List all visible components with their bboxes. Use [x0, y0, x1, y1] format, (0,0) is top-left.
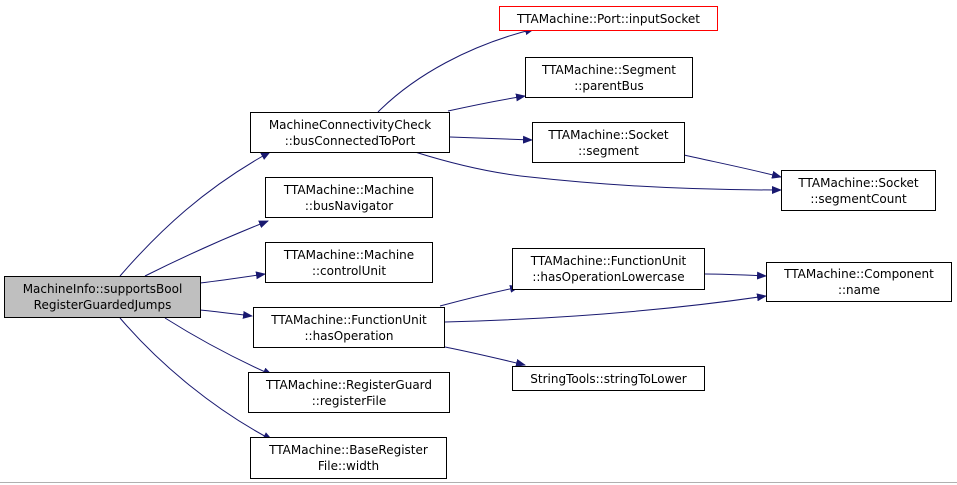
node-label-line-1: StringTools::stringToLower — [530, 371, 687, 386]
node-label-line-1: TTAMachine::BaseRegister — [269, 443, 428, 457]
edge-root-to-has-operation — [199, 309, 253, 319]
node-label-line-2: RegisterGuardedJumps — [33, 298, 172, 312]
edge-root-to-bus-connected-to-port — [119, 151, 271, 277]
node-label-line-2: ::parentBus — [574, 78, 644, 93]
node-label-line-1: TTAMachine::Component — [784, 267, 934, 281]
node-label-line-2: ::hasOperationLowercase — [532, 270, 685, 284]
edge-root-to-register-file — [164, 317, 273, 376]
node-label-line-2: ::controlUnit — [311, 263, 387, 278]
node-label-line-2: ::busNavigator — [304, 198, 394, 213]
node-label-line-1: TTAMachine::RegisterGuard — [265, 377, 433, 392]
node-label-line-1: MachineInfo::supportsBool — [22, 282, 183, 296]
node-label-line-1: TTAMachine::FunctionUnit — [530, 254, 687, 268]
node-label-line-1: TTAMachine::Socket — [548, 127, 669, 142]
node-label-line-2: ::hasOperation — [304, 328, 394, 343]
edge-has-operation-to-component-name — [444, 293, 767, 323]
node-label-line-1: TTAMachine::Segment — [541, 62, 677, 77]
bottom-divider — [0, 482, 957, 483]
edge-segment-to-segment-count — [683, 154, 782, 179]
node-label-line-2: ::segmentCount — [810, 191, 907, 206]
node-socket-segment[interactable]: TTAMachine::Socket ::segment — [532, 122, 685, 163]
edge-has-operation-to-lowercase — [439, 284, 520, 307]
edge-bus-connected-to-segment — [449, 135, 533, 144]
node-label-line-2: ::name — [837, 283, 881, 297]
node-label-line-2: ::busConnectedToPort — [284, 133, 416, 148]
node-label-line-1: TTAMachine::Port::inputSocket — [517, 11, 700, 26]
edge-bus-connected-to-segment-count — [414, 151, 782, 194]
node-segment-count[interactable]: TTAMachine::Socket ::segmentCount — [781, 170, 936, 211]
node-component-name[interactable]: TTAMachine::Component ::name — [766, 262, 952, 302]
node-has-operation[interactable]: TTAMachine::FunctionUnit ::hasOperation — [253, 307, 445, 348]
edge-root-to-width — [119, 317, 273, 441]
edge-root-to-bus-navigator — [144, 220, 269, 277]
node-label-line-2: File::width — [317, 459, 380, 473]
node-bus-connected-to-port[interactable]: MachineConnectivityCheck ::busConnectedT… — [250, 112, 450, 153]
node-register-file[interactable]: TTAMachine::RegisterGuard ::registerFile — [248, 372, 450, 413]
edge-has-operation-to-string-to-lower — [444, 346, 526, 367]
node-base-register-file-width[interactable]: TTAMachine::BaseRegister File::width — [250, 437, 447, 479]
node-string-to-lower[interactable]: StringTools::stringToLower — [512, 366, 705, 391]
edge-bus-connected-to-input-socket — [377, 27, 535, 113]
node-bus-navigator[interactable]: TTAMachine::Machine ::busNavigator — [265, 177, 433, 218]
node-has-operation-lowercase[interactable]: TTAMachine::FunctionUnit ::hasOperationL… — [512, 248, 705, 290]
node-label-line-1: TTAMachine::Machine — [283, 247, 415, 262]
node-label-line-2: ::registerFile — [311, 393, 387, 408]
node-label-line-1: TTAMachine::Machine — [283, 182, 415, 197]
node-input-socket[interactable]: TTAMachine::Port::inputSocket — [499, 6, 718, 31]
node-label-line-1: TTAMachine::Socket — [798, 175, 919, 190]
edge-root-to-control-unit — [199, 271, 266, 284]
node-label-line-1: TTAMachine::FunctionUnit — [271, 312, 427, 327]
node-control-unit[interactable]: TTAMachine::Machine ::controlUnit — [265, 242, 433, 283]
edge-lowercase-to-component-name — [704, 271, 767, 280]
node-parent-bus[interactable]: TTAMachine::Segment ::parentBus — [525, 57, 693, 98]
node-label-line-1: MachineConnectivityCheck — [268, 117, 432, 132]
node-label-line-2: ::segment — [578, 143, 639, 158]
edge-bus-connected-to-parent-bus — [447, 93, 526, 112]
node-supports-bool-register-guarded-jumps[interactable]: MachineInfo::supportsBool RegisterGuarde… — [4, 276, 201, 318]
